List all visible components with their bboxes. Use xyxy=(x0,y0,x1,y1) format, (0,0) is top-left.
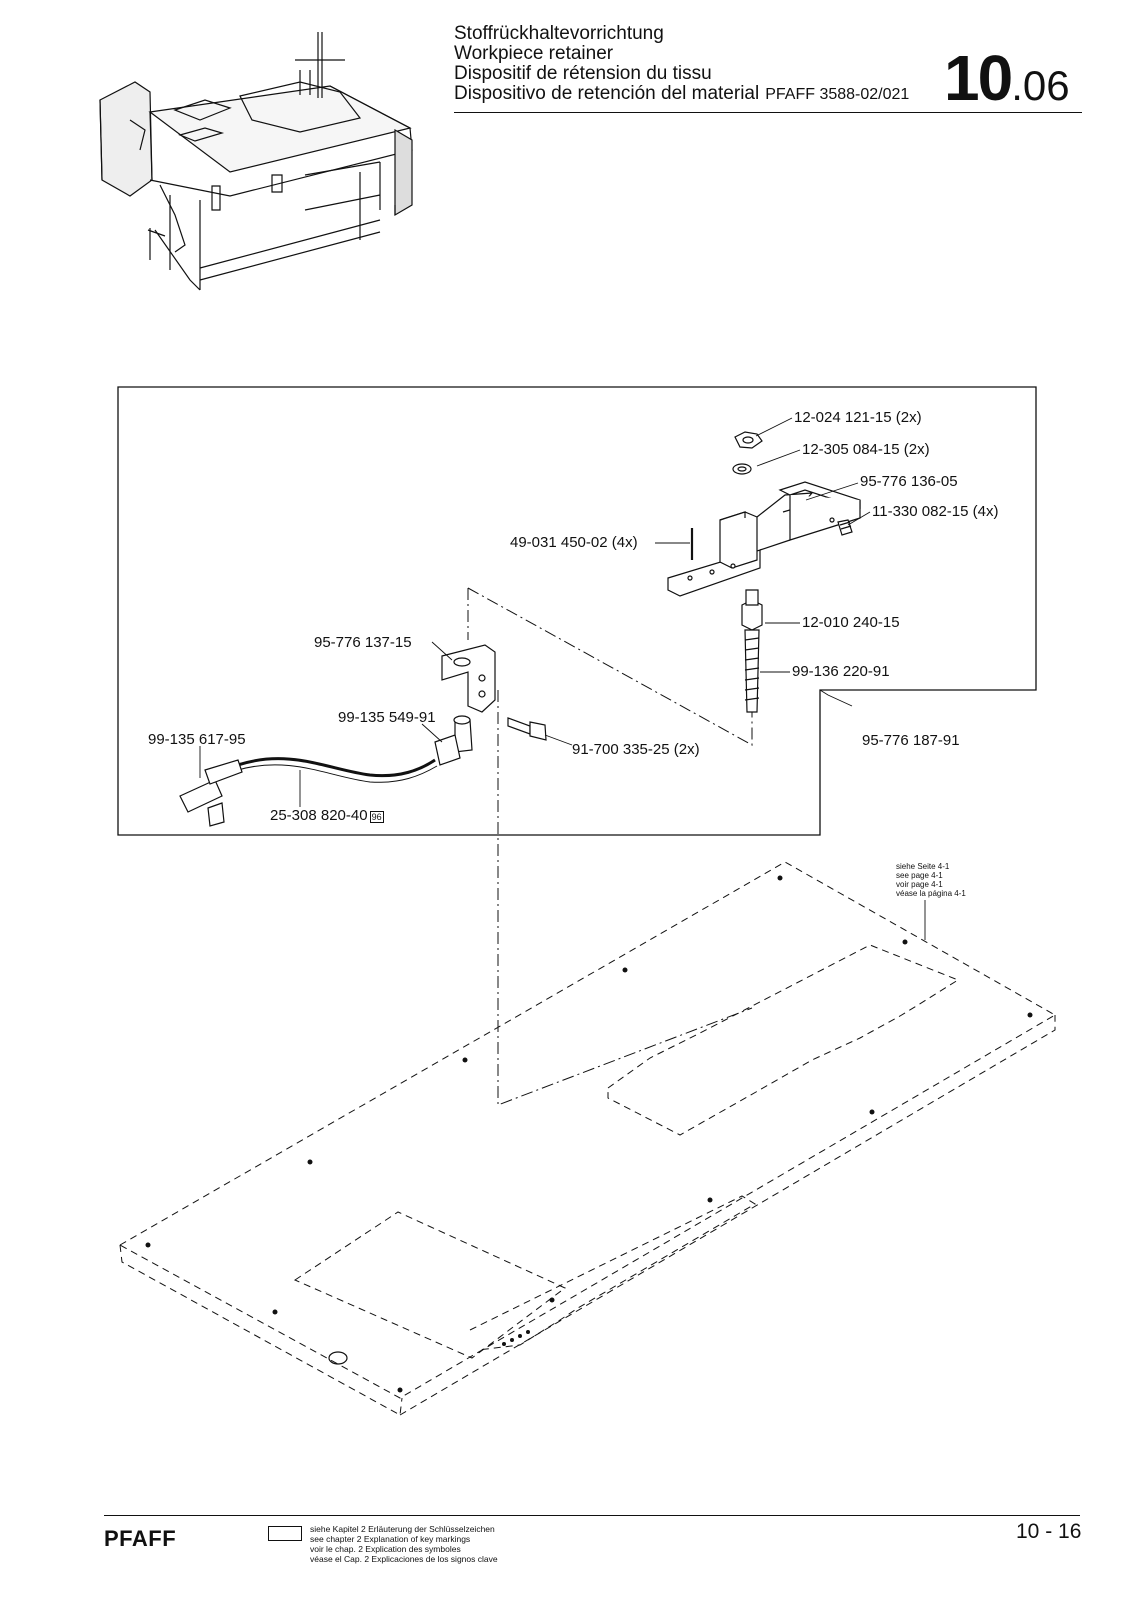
section-minor: .06 xyxy=(1011,62,1070,109)
table-holes xyxy=(145,875,1033,1393)
part-label-99-136: 99-136 220-91 xyxy=(792,663,890,680)
axis-line-lower xyxy=(497,690,753,1106)
part-label-12-010: 12-010 240-15 xyxy=(802,614,900,631)
note-spanish: véase la página 4-1 xyxy=(896,889,966,898)
stud-bolt-part xyxy=(741,589,763,713)
note-french: voir page 4-1 xyxy=(896,880,943,889)
machine-overview-image xyxy=(99,32,413,291)
table-top-phantom xyxy=(118,861,1057,1416)
title-german: Stoffrückhaltevorrichtung xyxy=(454,23,664,44)
part-label-12-305: 12-305 084-15 (2x) xyxy=(802,441,930,458)
part-label-99-135-549: 99-135 549-91 xyxy=(338,709,436,726)
t-connector-part xyxy=(179,759,243,827)
elbow-fitting-part xyxy=(434,715,473,766)
screw-part xyxy=(507,717,547,741)
part-label-49-031: 49-031 450-02 (4x) xyxy=(510,534,638,551)
header-rule xyxy=(454,112,1082,113)
brand-logo: PFAFF xyxy=(104,1526,177,1551)
part-label-95-776-187: 95-776 187-91 xyxy=(862,732,960,749)
part-label-12-024: 12-024 121-15 (2x) xyxy=(794,409,922,426)
title-english: Workpiece retainer xyxy=(454,43,614,64)
part-label-95-776-136: 95-776 136-05 xyxy=(860,473,958,490)
note-german: siehe Seite 4-1 xyxy=(896,862,950,871)
section-major: 10 xyxy=(944,42,1013,114)
part-label-25-308-number: 25-308 820-40 xyxy=(270,807,368,824)
hose-part xyxy=(237,757,436,778)
nut-part xyxy=(734,431,763,449)
header-titles: Stoffrückhaltevorrichtung Workpiece reta… xyxy=(454,24,1074,105)
key-marking-box-icon xyxy=(268,1526,302,1541)
note-english: see page 4-1 xyxy=(896,871,943,880)
key-marking-96: 96 xyxy=(369,811,384,823)
title-spanish: Dispositivo de retención del material xyxy=(454,83,760,104)
page-reference-note: siehe Seite 4-1 see page 4-1 voir page 4… xyxy=(896,862,966,898)
legend-spanish: véase el Cap. 2 Explicaciones de los sig… xyxy=(310,1554,498,1564)
table-hole-large xyxy=(328,1351,348,1365)
washer-part xyxy=(732,463,752,475)
model-number: PFAFF 3588-02/021 xyxy=(765,86,910,103)
part-label-91-700: 91-700 335-25 (2x) xyxy=(572,741,700,758)
legend-german: siehe Kapitel 2 Erläuterung der Schlüsse… xyxy=(310,1524,495,1534)
part-label-95-776-137: 95-776 137-15 xyxy=(314,634,412,651)
title-french: Dispositif de rétension du tissu xyxy=(454,63,712,84)
setscrew-part xyxy=(837,519,853,536)
leader-lines xyxy=(199,417,926,940)
footer-rule xyxy=(104,1515,1080,1516)
bracket-part xyxy=(667,481,861,597)
section-number: 10.06 xyxy=(944,46,1070,118)
legend-french: voir le chap. 2 Explication des symboles xyxy=(310,1544,461,1554)
page-number: 10 - 16 xyxy=(1016,1520,1082,1543)
axis-line-upper xyxy=(467,587,753,746)
part-label-11-330: 11-330 082-15 (4x) xyxy=(872,503,999,520)
angle-bracket-part xyxy=(441,644,496,713)
key-marking-legend: siehe Kapitel 2 Erläuterung der Schlüsse… xyxy=(310,1524,498,1564)
legend-english: see chapter 2 Explanation of key marking… xyxy=(310,1534,471,1544)
part-label-99-135-617: 99-135 617-95 xyxy=(148,731,246,748)
title-spanish-row: Dispositivo de retención del material PFA… xyxy=(454,84,1074,105)
